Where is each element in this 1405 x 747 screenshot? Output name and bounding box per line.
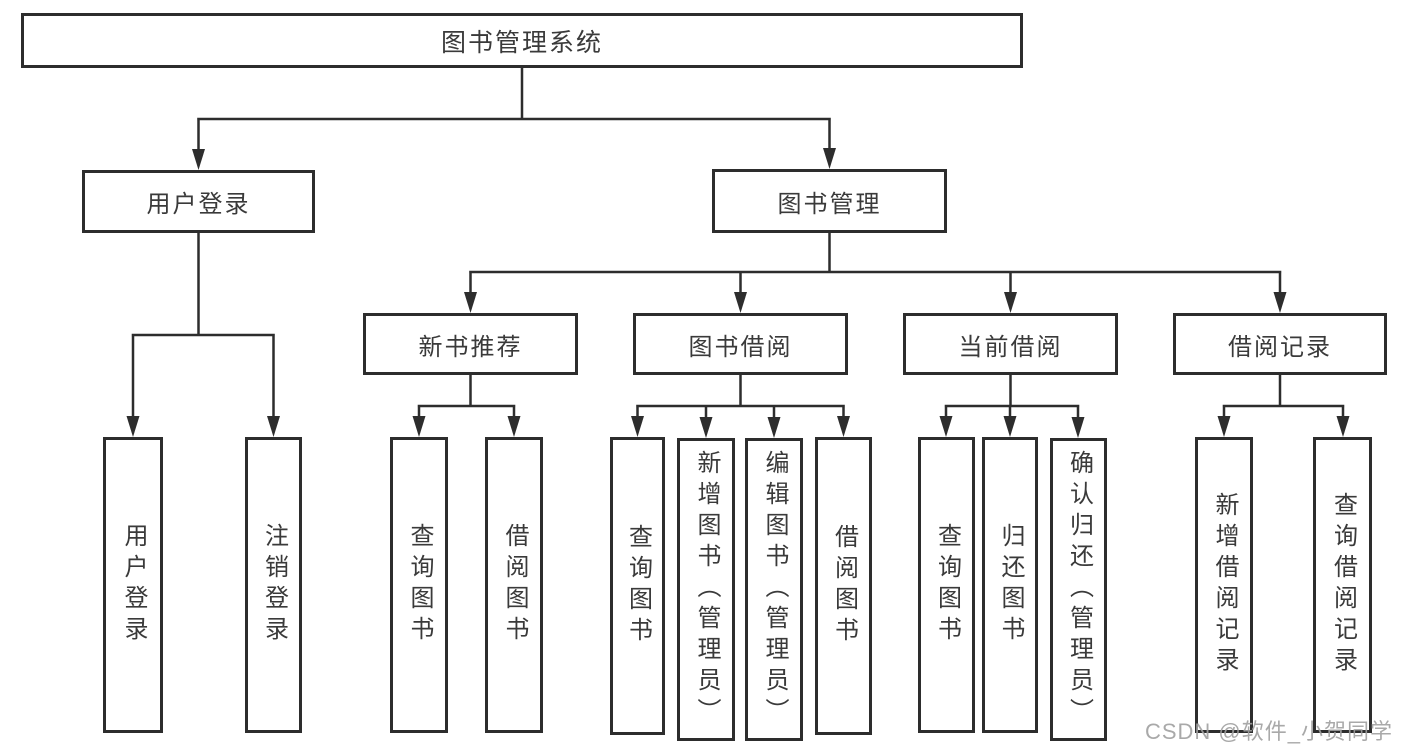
arrowhead <box>823 148 836 169</box>
leaf-borrow-add-books-admin: 新增图书（管理员） <box>677 438 735 741</box>
node-book-management: 图书管理 <box>712 169 947 233</box>
arrowhead <box>734 292 747 313</box>
leaf-recommend-query-books: 查询图书 <box>390 437 448 733</box>
node-user-login: 用户登录 <box>82 170 315 233</box>
edge-new-book-recommend-to-leaves <box>412 375 521 437</box>
arrowhead <box>837 416 850 437</box>
edge-book-management-to-level3 <box>464 233 1287 313</box>
edge-root-to-level2 <box>192 68 836 170</box>
arrowhead <box>631 416 644 437</box>
arrowhead <box>267 416 280 437</box>
arrowhead <box>507 416 521 437</box>
arrowhead <box>1217 416 1231 437</box>
arrowhead <box>412 416 426 437</box>
leaf-recommend-borrow-books: 借阅图书 <box>485 437 543 733</box>
leaf-logout: 注销登录 <box>245 437 302 733</box>
leaf-records-query-record: 查询借阅记录 <box>1313 437 1372 733</box>
arrowhead <box>1004 292 1017 313</box>
arrowhead <box>1071 417 1085 438</box>
node-current-borrow: 当前借阅 <box>903 313 1118 375</box>
arrowhead <box>1273 292 1287 313</box>
arrowhead <box>1336 416 1350 437</box>
edge-current-borrow-to-leaves <box>939 375 1085 438</box>
node-library-management-system: 图书管理系统 <box>21 13 1023 68</box>
arrowhead <box>464 292 477 313</box>
arrowhead <box>939 416 953 437</box>
edge-borrow-records-to-leaves <box>1217 375 1350 437</box>
leaf-current-query-books: 查询图书 <box>918 437 975 733</box>
edge-user-login-to-leaves <box>126 233 280 437</box>
leaf-borrow-query-books: 查询图书 <box>610 437 665 735</box>
leaf-borrow-borrow-books: 借阅图书 <box>815 437 872 735</box>
arrowhead <box>767 417 781 438</box>
leaf-current-confirm-return-admin: 确认归还（管理员） <box>1050 438 1107 741</box>
leaf-current-return-books: 归还图书 <box>982 437 1038 733</box>
arrowhead <box>126 416 140 437</box>
csdn-watermark: CSDN @软件_小贺同学 <box>1144 719 1393 744</box>
node-book-borrow: 图书借阅 <box>633 313 848 375</box>
arrowhead <box>192 149 205 170</box>
leaf-records-add-record: 新增借阅记录 <box>1195 437 1253 733</box>
arrowhead <box>1003 416 1017 437</box>
leaf-user-login: 用户登录 <box>103 437 163 733</box>
edge-book-borrow-to-leaves <box>631 375 850 438</box>
node-borrow-records: 借阅记录 <box>1173 313 1387 375</box>
leaf-borrow-edit-books-admin: 编辑图书（管理员） <box>745 438 803 741</box>
arrowhead <box>699 417 713 438</box>
node-new-book-recommend: 新书推荐 <box>363 313 578 375</box>
